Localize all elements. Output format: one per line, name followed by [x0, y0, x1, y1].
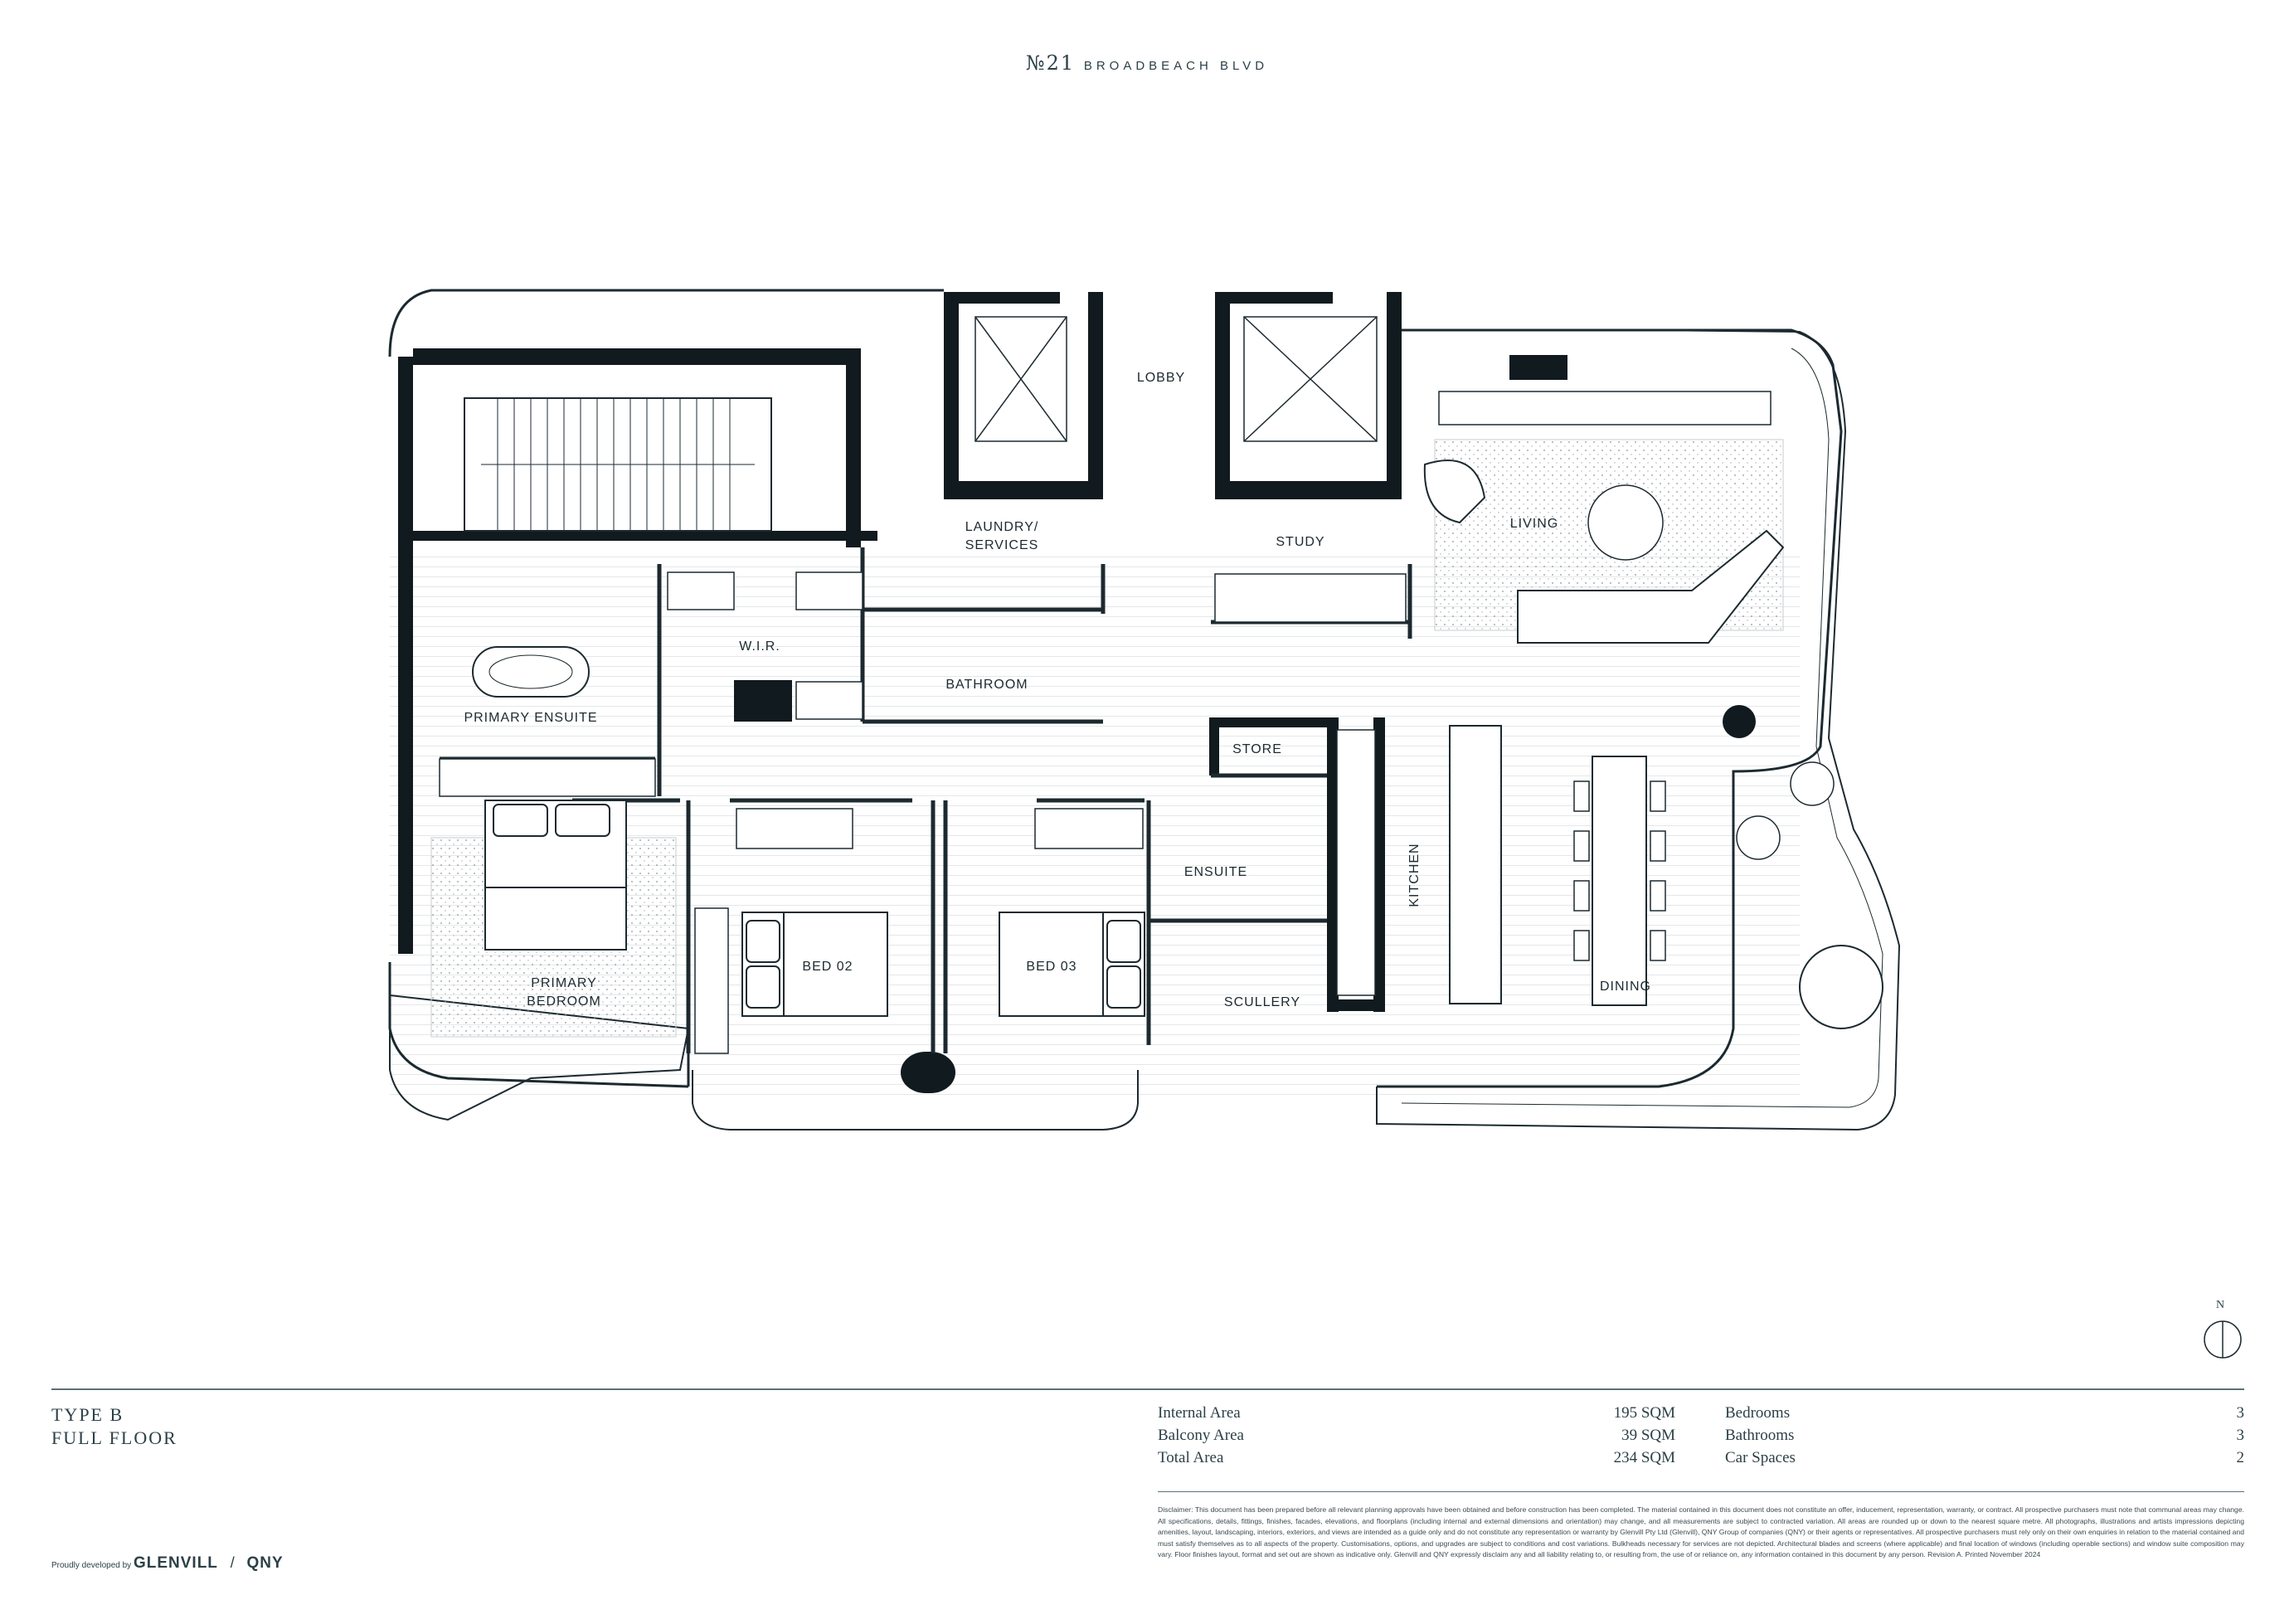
bed-02: [741, 912, 888, 1017]
area-labels: Internal Area Balcony Area Total Area: [1158, 1402, 1244, 1469]
balcony-west: [389, 994, 690, 1121]
room-label-bathroom: BATHROOM: [945, 678, 1028, 692]
count-value: 2: [2236, 1449, 2245, 1466]
study-desk: [1214, 573, 1407, 623]
room-label-kitchen: KITCHEN: [1407, 843, 1422, 907]
kitchen-island: [1449, 725, 1502, 1004]
north-label: N: [2216, 1299, 2225, 1311]
wardrobes: [667, 571, 1144, 1054]
footer-rule-short: [1158, 1491, 2244, 1492]
balcony-chair-1: [1790, 761, 1835, 806]
room-label-bed-02: BED 02: [802, 960, 853, 974]
developer-logo-qny: QNY: [246, 1554, 284, 1572]
kitchen-bench: [1336, 729, 1376, 996]
armchair: [1423, 459, 1486, 524]
balcony-table: [1799, 945, 1883, 1029]
tv-console: [1438, 391, 1772, 425]
room-label-living: LIVING: [1510, 517, 1558, 531]
balcony-south: [692, 1070, 1139, 1130]
bathtub: [472, 646, 590, 698]
bed-03: [999, 912, 1145, 1017]
count-values: 3 3 2: [2206, 1402, 2245, 1469]
room-label-primary: PRIMARY: [531, 976, 597, 990]
building-outline: [388, 289, 1843, 1088]
exterior-walls: [398, 292, 1756, 1093]
room-label-lobby: LOBBY: [1137, 371, 1185, 385]
room-label-study: STUDY: [1276, 535, 1324, 549]
area-label: Internal Area: [1158, 1404, 1241, 1422]
area-label: Total Area: [1158, 1449, 1224, 1466]
disclaimer: Disclaimer: This document has been prepa…: [1158, 1505, 2244, 1559]
developed-by-label: Proudly developed by: [51, 1561, 132, 1570]
dining-chairs: [1573, 780, 1666, 961]
primary-bed: [484, 800, 627, 951]
room-label-ensuite: ENSUITE: [1184, 865, 1247, 879]
room-label-dining: DINING: [1600, 980, 1651, 994]
building-name: №21 BROADBEACH BLVD: [0, 51, 2294, 75]
building-street: BROADBEACH BLVD: [1083, 59, 1269, 73]
count-labels: Bedrooms Bathrooms Car Spaces: [1725, 1402, 1796, 1469]
lift-2: [1243, 316, 1378, 442]
area-value: 195 SQM: [1613, 1404, 1675, 1422]
balcony-east: [1376, 329, 1901, 1131]
room-label-services: SERVICES: [965, 538, 1039, 552]
floor-plan: LOBBY LAUNDRY/ SERVICES STUDY LIVING W.I…: [388, 289, 2242, 1359]
count-label: Bathrooms: [1725, 1427, 1795, 1444]
room-label-bed-03: BED 03: [1026, 960, 1077, 974]
developer-separator: /: [230, 1554, 235, 1571]
developer-logo-glenvill: GLENVILL: [133, 1554, 218, 1572]
north-arrow-icon: [2204, 1320, 2242, 1359]
wir-joinery: [734, 680, 792, 722]
room-label-laundry: LAUNDRY/: [965, 520, 1039, 534]
room-label-store: STORE: [1232, 742, 1282, 756]
count-label: Bedrooms: [1725, 1404, 1791, 1422]
area-label: Balcony Area: [1158, 1427, 1244, 1444]
room-label-wir: W.I.R.: [739, 639, 780, 654]
coffee-table: [1587, 484, 1664, 561]
count-value: 3: [2236, 1404, 2245, 1422]
unit-type-name: TYPE B: [51, 1404, 124, 1425]
room-label-scullery: SCULLERY: [1224, 995, 1300, 1009]
area-value: 39 SQM: [1621, 1427, 1675, 1444]
dining-table: [1592, 756, 1647, 1006]
count-value: 3: [2236, 1427, 2245, 1444]
unit-type: TYPE B FULL FLOOR: [51, 1403, 177, 1450]
primary-vanity: [439, 758, 656, 797]
room-label-bedroom: BEDROOM: [527, 994, 601, 1009]
footer-rule: [51, 1388, 2244, 1390]
balcony-chair-2: [1736, 815, 1781, 860]
unit-type-floor: FULL FLOOR: [51, 1427, 177, 1448]
area-value: 234 SQM: [1613, 1449, 1675, 1466]
building-number: №21: [1025, 51, 1076, 75]
lift-1: [974, 316, 1067, 442]
balcony-east-glass: [1401, 348, 1883, 1108]
area-values: 195 SQM 39 SQM 234 SQM: [1592, 1402, 1675, 1469]
room-label-primary-ensuite: PRIMARY ENSUITE: [464, 711, 597, 725]
stair: [464, 397, 772, 532]
developer-credit: Proudly developed by GLENVILL / QNY: [51, 1554, 284, 1573]
lounge-sofa: [1517, 529, 1785, 644]
count-label: Car Spaces: [1725, 1449, 1796, 1466]
